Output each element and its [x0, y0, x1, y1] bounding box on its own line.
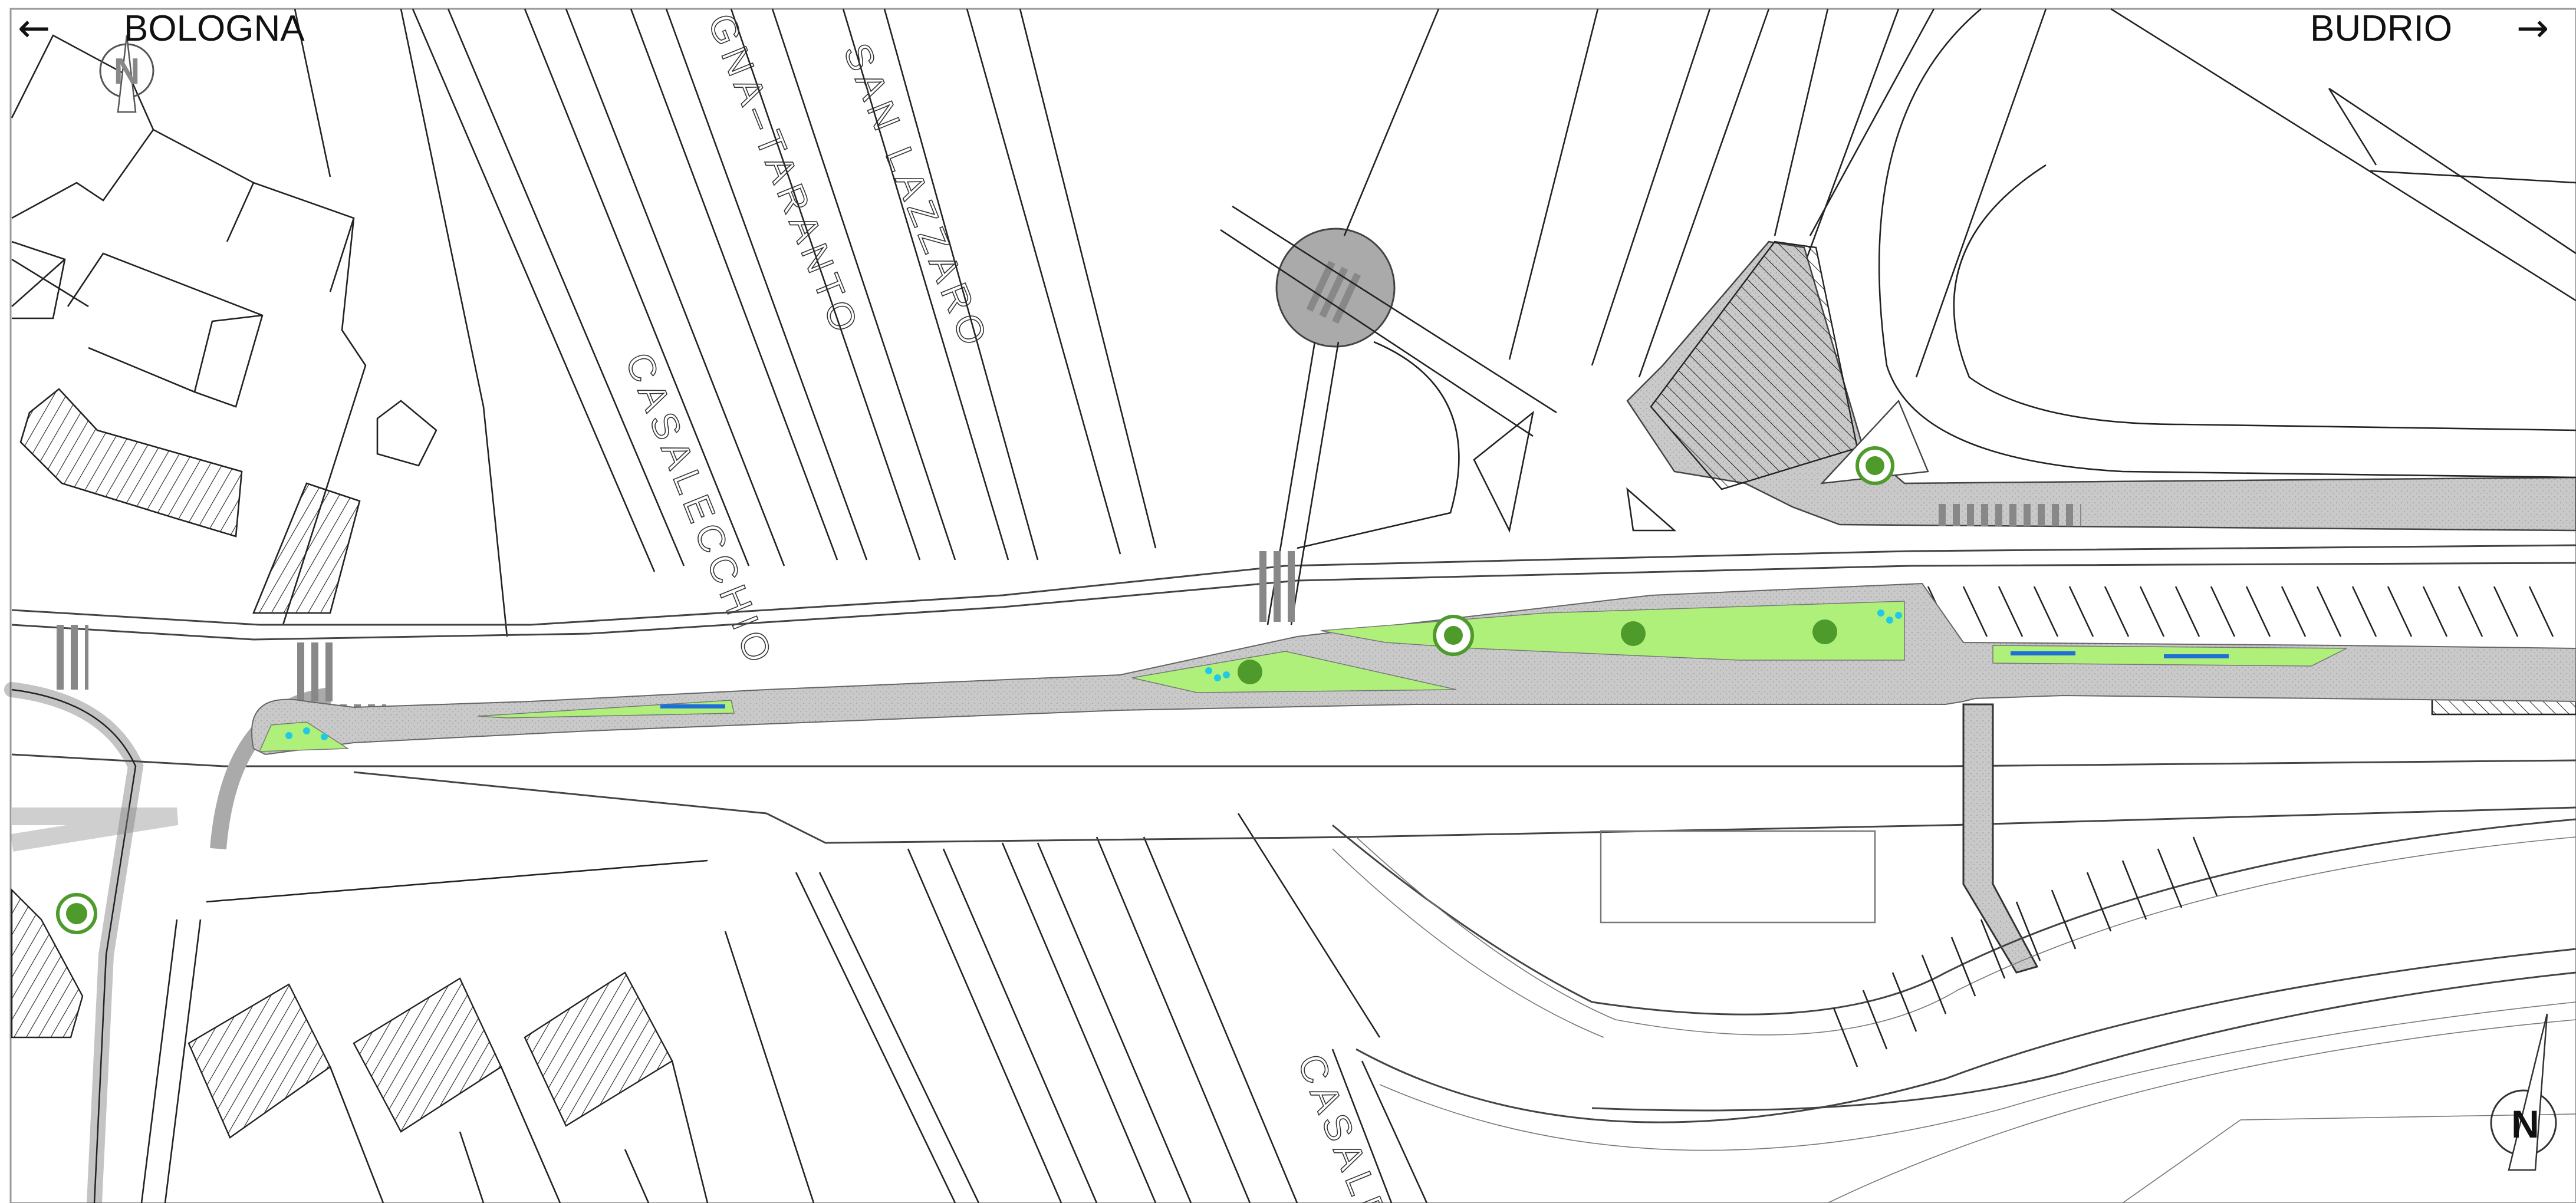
- tree-icon: [56, 893, 97, 934]
- main-road: [11, 544, 2576, 844]
- water-feature: [285, 609, 1902, 740]
- railway-lines: [412, 8, 1157, 572]
- boulevard-strip: [251, 582, 2576, 756]
- bench: [2011, 651, 2075, 655]
- hatched-area-west: [11, 888, 84, 1039]
- tree-icon: [1812, 619, 1837, 644]
- central-roundabout: [1220, 8, 2047, 625]
- tree-icon: [1433, 615, 1474, 656]
- outline-rectangle: [1600, 830, 1876, 924]
- arrow-left-icon: ←: [18, 5, 51, 51]
- north-compass-icon: N: [2490, 1013, 2557, 1171]
- hatched-building-4: [353, 977, 502, 1133]
- green-area: [258, 721, 350, 752]
- south-walkway: [1962, 703, 2039, 974]
- bench: [660, 704, 725, 708]
- hatched-building-5: [524, 971, 673, 1127]
- parking-stalls-south: [1833, 836, 2218, 1067]
- north-compass-icon: N: [99, 35, 154, 113]
- green-area: [1131, 651, 1457, 693]
- north-label-se: N: [2511, 1102, 2539, 1146]
- tree-icon: [1621, 621, 1646, 646]
- tree-icon: [1238, 660, 1262, 684]
- northeast-features: [1626, 8, 2576, 532]
- map-frame: [9, 8, 2576, 1203]
- buildings-northwest: [11, 8, 508, 637]
- tree-icon: [1855, 446, 1894, 485]
- street-label-casalecchio: CASALECCHIO: [617, 347, 782, 673]
- arrow-right-icon: →: [2516, 5, 2549, 51]
- direction-budrio: BUDRIO: [2310, 8, 2453, 49]
- street-label-casale: CASALE: [1289, 1048, 1398, 1203]
- hatched-building-2: [252, 482, 361, 614]
- south-roads: [1332, 818, 2576, 1203]
- north-label: N: [114, 51, 140, 92]
- hatched-building-3: [187, 983, 331, 1139]
- buildings-southwest: [206, 859, 815, 1203]
- hatched-building-1: [19, 388, 243, 538]
- railway-lines-south: [795, 813, 1428, 1203]
- direction-bologna: BOLOGNA: [124, 8, 305, 49]
- bench: [2164, 654, 2229, 658]
